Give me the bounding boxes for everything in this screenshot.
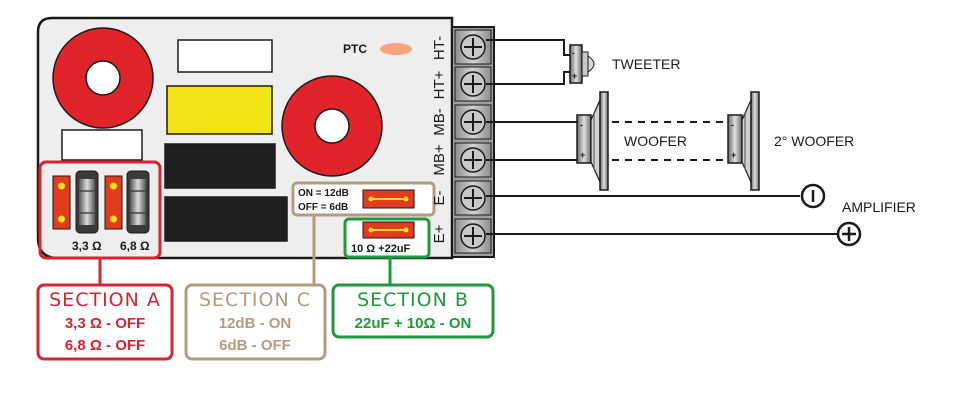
section-c-title: SECTION C [199,289,311,311]
terminal-label-e-plus: E+ [431,224,448,243]
amplifier-plus-icon [836,221,862,247]
section-c-line1: 12dB - ON [219,315,292,332]
black-capacitor-1 [164,143,276,189]
wire-ht-minus [486,39,570,56]
terminal-screw-ht-plus[interactable] [454,66,492,102]
tweeter-icon: - + [569,44,595,84]
section-c-line2: 6dB - OFF [219,337,291,354]
section-b-legend: SECTION B 22uF + 10Ω - ON [331,283,495,339]
section-b-board-label: 10 Ω +22uF [351,243,411,255]
resistor-block-left [61,129,143,161]
terminal-label-ht-plus: HT+ [431,70,448,99]
tweeter-label: TWEETER [612,56,680,72]
svg-text:+: + [731,150,736,160]
inductor-left [52,27,154,129]
terminal-labels: HT- HT+ MB- MB+ E- E+ [431,36,448,243]
terminal-label-ht-minus: HT- [431,36,448,60]
section-c-on-label: ON = 12dB [298,188,349,199]
fuse-1 [75,170,99,234]
jumper-pad-1 [52,175,71,230]
terminal-screw-ht-minus[interactable] [454,29,492,65]
section-c-legend: SECTION C 12dB - ON 6dB - OFF [184,283,327,361]
inductor-right [281,75,383,177]
section-b-line1: 22uF + 10Ω - ON [355,315,472,332]
section-a-line2: 6,8 Ω - OFF [65,337,145,354]
second-woofer-icon: - + [727,91,760,191]
terminal-screw-mb-minus[interactable] [454,104,492,140]
section-b-title: SECTION B [357,289,469,311]
svg-text:+: + [580,150,585,160]
fuse-2 [126,170,150,234]
svg-text:-: - [572,48,575,58]
section-a-legend: SECTION A 3,3 Ω - OFF 6,8 Ω - OFF [36,283,174,361]
section-a-fuse-area: 3,3 Ω 6,8 Ω [38,160,162,260]
terminal-screw-e-minus[interactable] [454,180,492,216]
section-a-title: SECTION A [49,289,161,311]
terminal-label-mb-plus: MB+ [431,144,448,176]
terminal-label-mb-minus: MB- [431,108,448,136]
terminal-screw-e-plus[interactable] [454,218,492,254]
terminal-block [451,26,495,258]
ptc-component [380,43,412,55]
second-woofer-label: 2° WOOFER [774,133,854,149]
jumper-pad-2 [104,175,123,230]
svg-text:-: - [580,120,583,130]
section-b-jumper-area: 10 Ω +22uF [343,217,431,259]
svg-text:-: - [731,120,734,130]
svg-text:+: + [572,71,577,81]
woofer-icon: - + [576,91,609,191]
amplifier-label: AMPLIFIER [842,199,916,215]
section-a-line1: 3,3 Ω - OFF [65,315,145,332]
ptc-label: PTC [343,42,367,56]
woofer-label: WOOFER [624,133,687,149]
section-c-off-label: OFF = 6dB [298,202,348,213]
yellow-capacitor [166,85,273,135]
fuse-label-2: 6,8 Ω [120,239,150,253]
black-capacitor-2 [164,196,288,242]
amplifier-minus-icon [800,183,826,209]
terminal-screw-mb-plus[interactable] [454,142,492,178]
resistor-block-top [177,39,273,73]
section-c-jumper-area: ON = 12dB OFF = 6dB [291,181,436,217]
fuse-label-1: 3,3 Ω [72,239,102,253]
terminal-label-e-minus: E- [431,190,448,205]
wires [486,39,837,235]
wire-ht-plus [486,71,570,85]
